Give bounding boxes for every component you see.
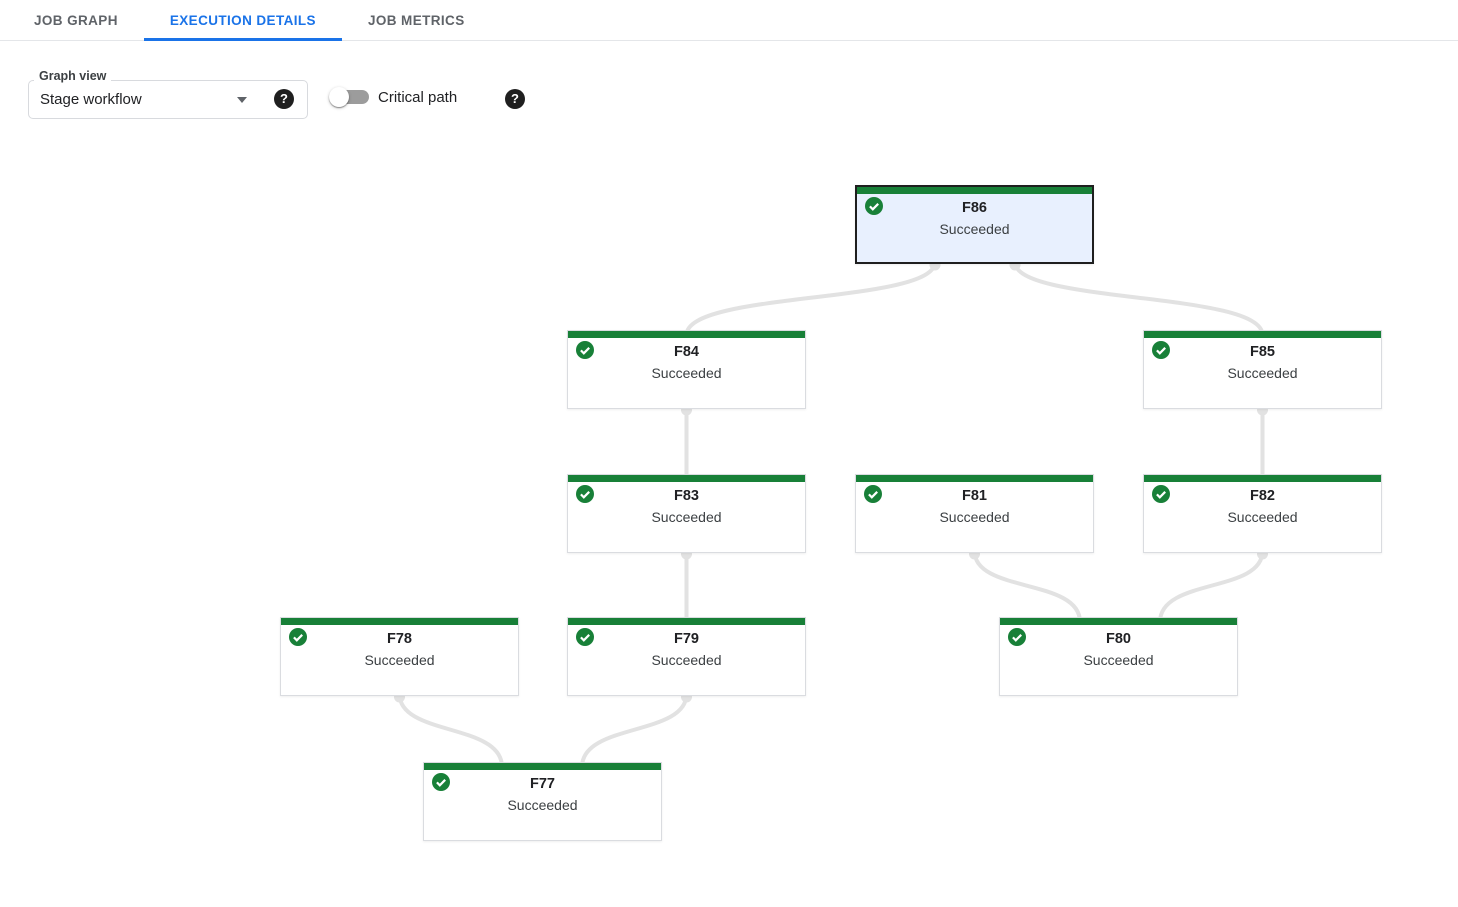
node-status: Succeeded — [651, 509, 722, 525]
check-circle-icon — [1152, 341, 1170, 359]
node-status-bar — [856, 475, 1093, 482]
critical-path-help-icon[interactable]: ? — [505, 89, 525, 109]
graph-view-select[interactable]: Stage workflow ? — [28, 80, 308, 119]
edge-F82-F80 — [1158, 549, 1265, 624]
graph-view-selected-value: Stage workflow — [40, 91, 142, 108]
check-circle-icon — [865, 197, 883, 215]
check-circle-icon — [576, 628, 594, 646]
node-status: Succeeded — [1227, 509, 1298, 525]
node-title: F81 — [962, 488, 987, 504]
node-title: F83 — [674, 488, 699, 504]
edge-F86-F85 — [1013, 260, 1265, 337]
check-circle-icon — [432, 773, 450, 791]
node-status: Succeeded — [1227, 365, 1298, 381]
tab-job-graph[interactable]: JOB GRAPH — [8, 0, 144, 40]
tab-job-metrics[interactable]: JOB METRICS — [342, 0, 491, 40]
check-circle-icon — [1152, 485, 1170, 503]
critical-path-label: Critical path — [378, 89, 458, 106]
chevron-down-icon — [237, 97, 247, 103]
node-status: Succeeded — [364, 652, 435, 668]
node-status-bar — [281, 618, 518, 625]
node-title: F86 — [962, 200, 987, 216]
edge-F79-F77 — [580, 692, 689, 769]
graph-view-label: Graph view — [34, 69, 112, 83]
tab-label: EXECUTION DETAILS — [169, 12, 316, 28]
node-title: F79 — [674, 631, 699, 647]
node-title: F84 — [674, 344, 699, 360]
node-title: F85 — [1250, 344, 1275, 360]
edge-F81-F80 — [972, 549, 1082, 624]
tab-label: JOB METRICS — [367, 12, 465, 28]
node-status-bar — [1144, 331, 1381, 338]
node-title: F78 — [387, 631, 412, 647]
node-status-bar — [568, 331, 805, 338]
node-title: F80 — [1106, 631, 1131, 647]
node-status: Succeeded — [507, 797, 578, 813]
node-status-bar — [424, 763, 661, 770]
critical-path-toggle[interactable] — [329, 87, 369, 107]
check-circle-icon — [1008, 628, 1026, 646]
node-title: F82 — [1250, 488, 1275, 504]
tab-bar: JOB GRAPH EXECUTION DETAILS JOB METRICS — [0, 0, 1458, 41]
node-status: Succeeded — [1083, 652, 1154, 668]
check-circle-icon — [576, 485, 594, 503]
node-status: Succeeded — [939, 509, 1010, 525]
check-circle-icon — [864, 485, 882, 503]
edge-F78-F77 — [397, 692, 504, 769]
node-status: Succeeded — [651, 365, 722, 381]
node-status-bar — [857, 187, 1092, 194]
tab-label: JOB GRAPH — [34, 12, 118, 28]
node-status: Succeeded — [651, 652, 722, 668]
tab-execution-details[interactable]: EXECUTION DETAILS — [143, 0, 342, 41]
node-status-bar — [568, 618, 805, 625]
node-title: F77 — [530, 776, 555, 792]
edge-F86-F84 — [684, 260, 937, 337]
check-circle-icon — [289, 628, 307, 646]
node-status-bar — [568, 475, 805, 482]
check-circle-icon — [576, 341, 594, 359]
graph-view-help-icon[interactable]: ? — [274, 89, 294, 109]
node-status-bar — [1000, 618, 1237, 625]
node-status: Succeeded — [939, 221, 1010, 237]
toggle-knob — [329, 87, 349, 107]
node-status-bar — [1144, 475, 1381, 482]
